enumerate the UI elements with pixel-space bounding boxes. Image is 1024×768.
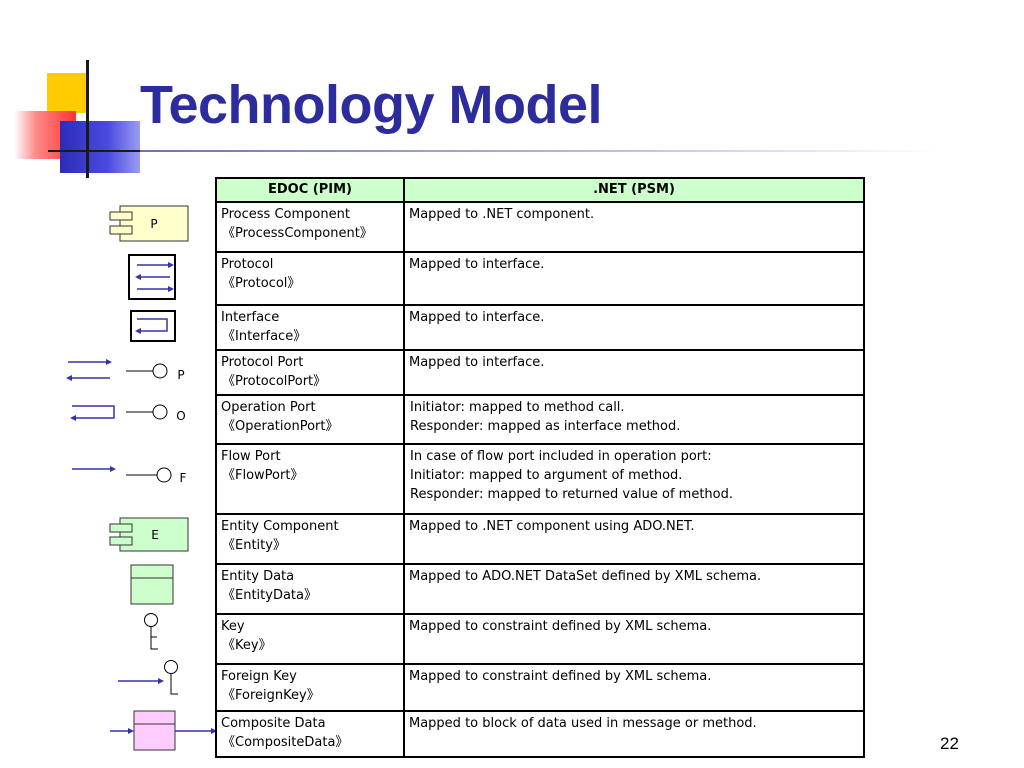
key-icon bbox=[144, 613, 158, 650]
element-name: Process Component bbox=[221, 207, 350, 222]
pim-cell: Protocol Port 《ProtocolPort》 bbox=[215, 349, 405, 396]
process-component-icon: P bbox=[109, 205, 189, 242]
title-underline bbox=[140, 150, 940, 152]
psm-cell: Mapped to constraint defined by XML sche… bbox=[403, 613, 865, 665]
pim-cell: Entity Component 《Entity》 bbox=[215, 513, 405, 565]
mapping-text: Mapped to .NET component using ADO.NET. bbox=[409, 519, 695, 534]
element-name: Protocol Port bbox=[221, 355, 304, 370]
blue-square bbox=[60, 121, 140, 173]
psm-cell: In case of flow port included in operati… bbox=[403, 443, 865, 515]
pim-cell: Protocol 《Protocol》 bbox=[215, 251, 405, 306]
operation-port-icon: O bbox=[70, 404, 186, 423]
stereotype-label: 《ForeignKey》 bbox=[222, 688, 320, 703]
psm-cell: Mapped to interface. bbox=[403, 304, 865, 351]
page-number: 22 bbox=[940, 734, 959, 753]
table-row: Foreign Key 《ForeignKey》 Mapped to const… bbox=[215, 663, 865, 712]
entity-component-letter: E bbox=[151, 528, 159, 542]
mapping-text: Mapped to .NET component. bbox=[409, 207, 595, 222]
table-row: Operation Port 《OperationPort》 Initiator… bbox=[215, 394, 865, 445]
mapping-text: Mapped to interface. bbox=[409, 257, 545, 272]
psm-cell: Mapped to interface. bbox=[403, 349, 865, 396]
element-name: Foreign Key bbox=[221, 669, 297, 684]
composite-data-icon bbox=[110, 710, 215, 751]
icon-column: P P bbox=[0, 0, 215, 768]
protocol-port-letter: P bbox=[177, 368, 184, 382]
element-name: Operation Port bbox=[221, 400, 316, 415]
vertical-line bbox=[86, 60, 89, 178]
header-net-psm: .NET (PSM) bbox=[403, 177, 865, 203]
element-name: Composite Data bbox=[221, 716, 326, 731]
operation-port-letter: O bbox=[176, 409, 185, 423]
psm-cell: Mapped to block of data used in message … bbox=[403, 710, 865, 758]
stereotype-label: 《CompositeData》 bbox=[222, 735, 349, 750]
table-row: Composite Data 《CompositeData》 Mapped to… bbox=[215, 710, 865, 758]
stereotype-label: 《ProcessComponent》 bbox=[222, 226, 373, 241]
psm-cell: Mapped to ADO.NET DataSet defined by XML… bbox=[403, 563, 865, 615]
element-name: Entity Data bbox=[221, 569, 295, 584]
table-row: Protocol 《Protocol》 Mapped to interface. bbox=[215, 251, 865, 306]
mapping-text: In case of flow port included in operati… bbox=[410, 449, 712, 464]
psm-cell: Mapped to interface. bbox=[403, 251, 865, 306]
pim-cell: Composite Data 《CompositeData》 bbox=[215, 710, 405, 758]
table-row: Process Component 《ProcessComponent》 Map… bbox=[215, 201, 865, 253]
element-name: Entity Component bbox=[221, 519, 339, 534]
element-name: Key bbox=[221, 619, 245, 634]
table-header-row: EDOC (PIM) .NET (PSM) bbox=[215, 177, 865, 203]
protocol-icon bbox=[128, 254, 176, 300]
pim-cell: Entity Data 《EntityData》 bbox=[215, 563, 405, 615]
psm-cell: Initiator: mapped to method call. Respon… bbox=[403, 394, 865, 445]
flow-port-icon: F bbox=[72, 466, 187, 485]
pim-cell: Key 《Key》 bbox=[215, 613, 405, 665]
table-row: Entity Component 《Entity》 Mapped to .NET… bbox=[215, 513, 865, 565]
mapping-text: Mapped to constraint defined by XML sche… bbox=[409, 669, 712, 684]
stereotype-label: 《Protocol》 bbox=[222, 276, 301, 291]
mapping-text: Responder: mapped to returned value of m… bbox=[410, 487, 734, 502]
pim-cell: Interface 《Interface》 bbox=[215, 304, 405, 351]
pim-cell: Flow Port 《FlowPort》 bbox=[215, 443, 405, 515]
entity-data-icon bbox=[130, 564, 174, 605]
stereotype-label: 《FlowPort》 bbox=[222, 468, 304, 483]
process-component-letter: P bbox=[150, 217, 157, 231]
protocol-port-icon: P bbox=[66, 359, 185, 382]
element-name: Protocol bbox=[221, 257, 274, 272]
stereotype-label: 《Key》 bbox=[222, 638, 272, 653]
table-row: Protocol Port 《ProtocolPort》 Mapped to i… bbox=[215, 349, 865, 396]
entity-component-icon: E bbox=[109, 517, 189, 552]
mapping-text: Initiator: mapped to method call. bbox=[410, 400, 625, 415]
psm-cell: Mapped to .NET component using ADO.NET. bbox=[403, 513, 865, 565]
psm-cell: Mapped to .NET component. bbox=[403, 201, 865, 253]
slide-title: Technology Model bbox=[140, 75, 603, 135]
yellow-square bbox=[47, 73, 87, 113]
stereotype-label: 《EntityData》 bbox=[222, 588, 317, 603]
table-row: Entity Data 《EntityData》 Mapped to ADO.N… bbox=[215, 563, 865, 615]
mapping-table: EDOC (PIM) .NET (PSM) Process Component … bbox=[215, 177, 865, 758]
flow-port-letter: F bbox=[180, 471, 187, 485]
mapping-text: Mapped to block of data used in message … bbox=[409, 716, 757, 731]
table-row: Interface 《Interface》 Mapped to interfac… bbox=[215, 304, 865, 351]
mapping-text: Mapped to interface. bbox=[409, 355, 545, 370]
pim-cell: Operation Port 《OperationPort》 bbox=[215, 394, 405, 445]
stereotype-label: 《OperationPort》 bbox=[222, 419, 339, 434]
mapping-text: Responder: mapped as interface method. bbox=[410, 419, 681, 434]
mapping-text: Mapped to ADO.NET DataSet defined by XML… bbox=[409, 569, 762, 584]
table-row: Key 《Key》 Mapped to constraint defined b… bbox=[215, 613, 865, 665]
mapping-text: Initiator: mapped to argument of method. bbox=[410, 468, 683, 483]
foreign-key-icon bbox=[118, 660, 178, 695]
stereotype-label: 《Interface》 bbox=[222, 329, 307, 344]
mapping-text: Mapped to interface. bbox=[409, 310, 545, 325]
mapping-text: Mapped to constraint defined by XML sche… bbox=[409, 619, 712, 634]
psm-cell: Mapped to constraint defined by XML sche… bbox=[403, 663, 865, 712]
interface-icon bbox=[130, 310, 176, 342]
stereotype-label: 《ProtocolPort》 bbox=[222, 374, 327, 389]
stereotype-label: 《Entity》 bbox=[222, 538, 286, 553]
pim-cell: Foreign Key 《ForeignKey》 bbox=[215, 663, 405, 712]
header-edoc-pim: EDOC (PIM) bbox=[215, 177, 405, 203]
element-name: Flow Port bbox=[221, 449, 281, 464]
title-decoration bbox=[0, 0, 150, 190]
horizontal-line bbox=[48, 150, 143, 152]
element-name: Interface bbox=[221, 310, 280, 325]
table-row: Flow Port 《FlowPort》 In case of flow por… bbox=[215, 443, 865, 515]
pim-cell: Process Component 《ProcessComponent》 bbox=[215, 201, 405, 253]
